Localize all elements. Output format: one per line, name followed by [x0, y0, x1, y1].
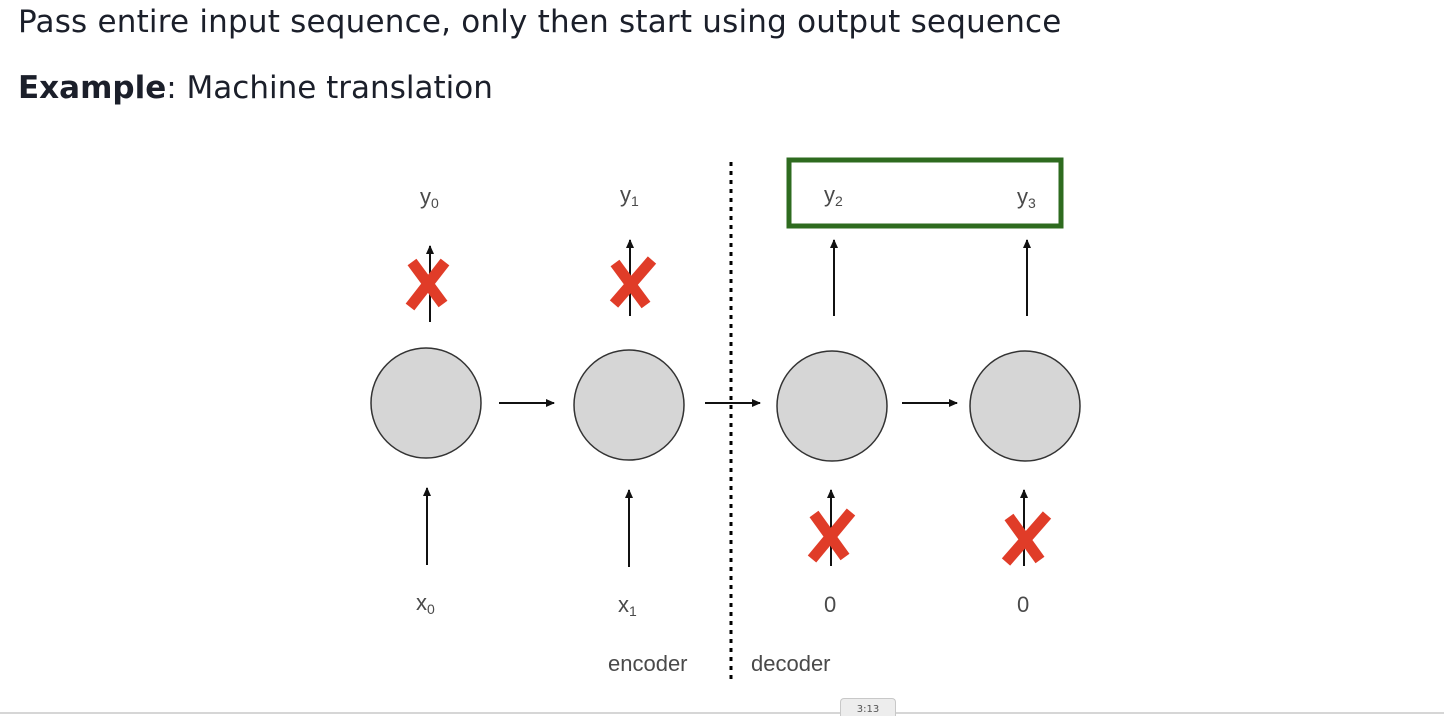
example-text: : Machine translation [166, 70, 493, 106]
input-label-zero-3: 0 [1017, 592, 1029, 617]
cross-icon [807, 508, 856, 563]
output-label-y3: y3 [1017, 184, 1036, 211]
input-label-x1: x1 [618, 592, 637, 619]
cross-icon [609, 256, 657, 309]
example-line: Example: Machine translation [18, 70, 493, 106]
cross-icon [1001, 511, 1052, 566]
output-label-y0: y0 [420, 184, 439, 211]
rnn-node-1 [573, 349, 685, 461]
output-label-y1: y1 [620, 182, 639, 209]
rnn-node-2 [776, 350, 888, 462]
rnn-node-3 [969, 350, 1081, 462]
rnn-node-0 [370, 347, 482, 459]
player-bottom-border [0, 712, 1444, 714]
slide-headline: Pass entire input sequence, only then st… [18, 4, 1062, 40]
time-chip: 3:13 [840, 698, 896, 716]
encoder-label: encoder [608, 651, 688, 676]
output-label-y2: y2 [824, 182, 843, 209]
input-label-zero-2: 0 [824, 592, 836, 617]
highlighted-outputs-box [786, 157, 1064, 229]
cross-icon [405, 258, 450, 311]
input-label-x0: x0 [416, 590, 435, 617]
example-label: Example [18, 70, 167, 106]
decoder-label: decoder [751, 651, 831, 676]
